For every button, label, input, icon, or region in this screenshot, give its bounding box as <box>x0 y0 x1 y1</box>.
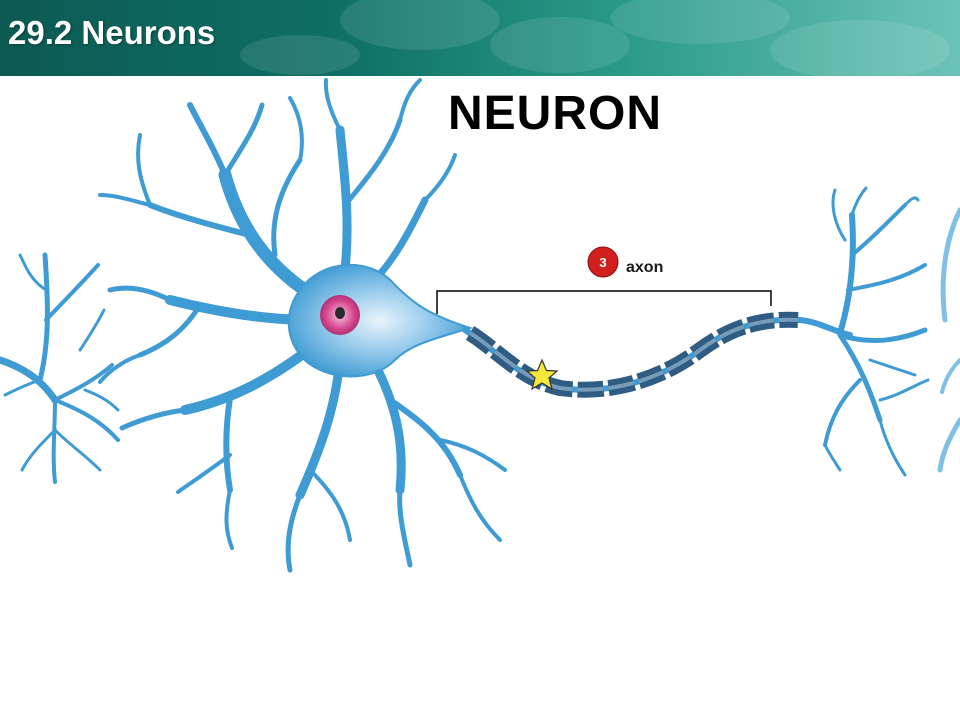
label-number: 3 <box>599 255 606 270</box>
header-background-art <box>240 0 950 76</box>
cell-body <box>287 264 474 378</box>
header-banner: 29.2 Neurons <box>0 0 960 76</box>
axon <box>462 311 853 398</box>
axon-bracket <box>436 290 772 314</box>
header-title: 29.2 Neurons <box>8 14 216 51</box>
myelin-sheath <box>465 311 799 398</box>
nucleolus <box>335 307 345 319</box>
label-number-badge <box>587 246 619 278</box>
label-text: axon <box>626 259 663 276</box>
diagram-title: NEURON <box>448 87 663 140</box>
left-neighbor-terminal <box>0 252 120 484</box>
right-neighbor-dendrite <box>937 207 960 473</box>
axon-terminals <box>823 186 930 477</box>
axon-label: 3 axon <box>587 246 663 278</box>
star-icon <box>525 358 559 391</box>
